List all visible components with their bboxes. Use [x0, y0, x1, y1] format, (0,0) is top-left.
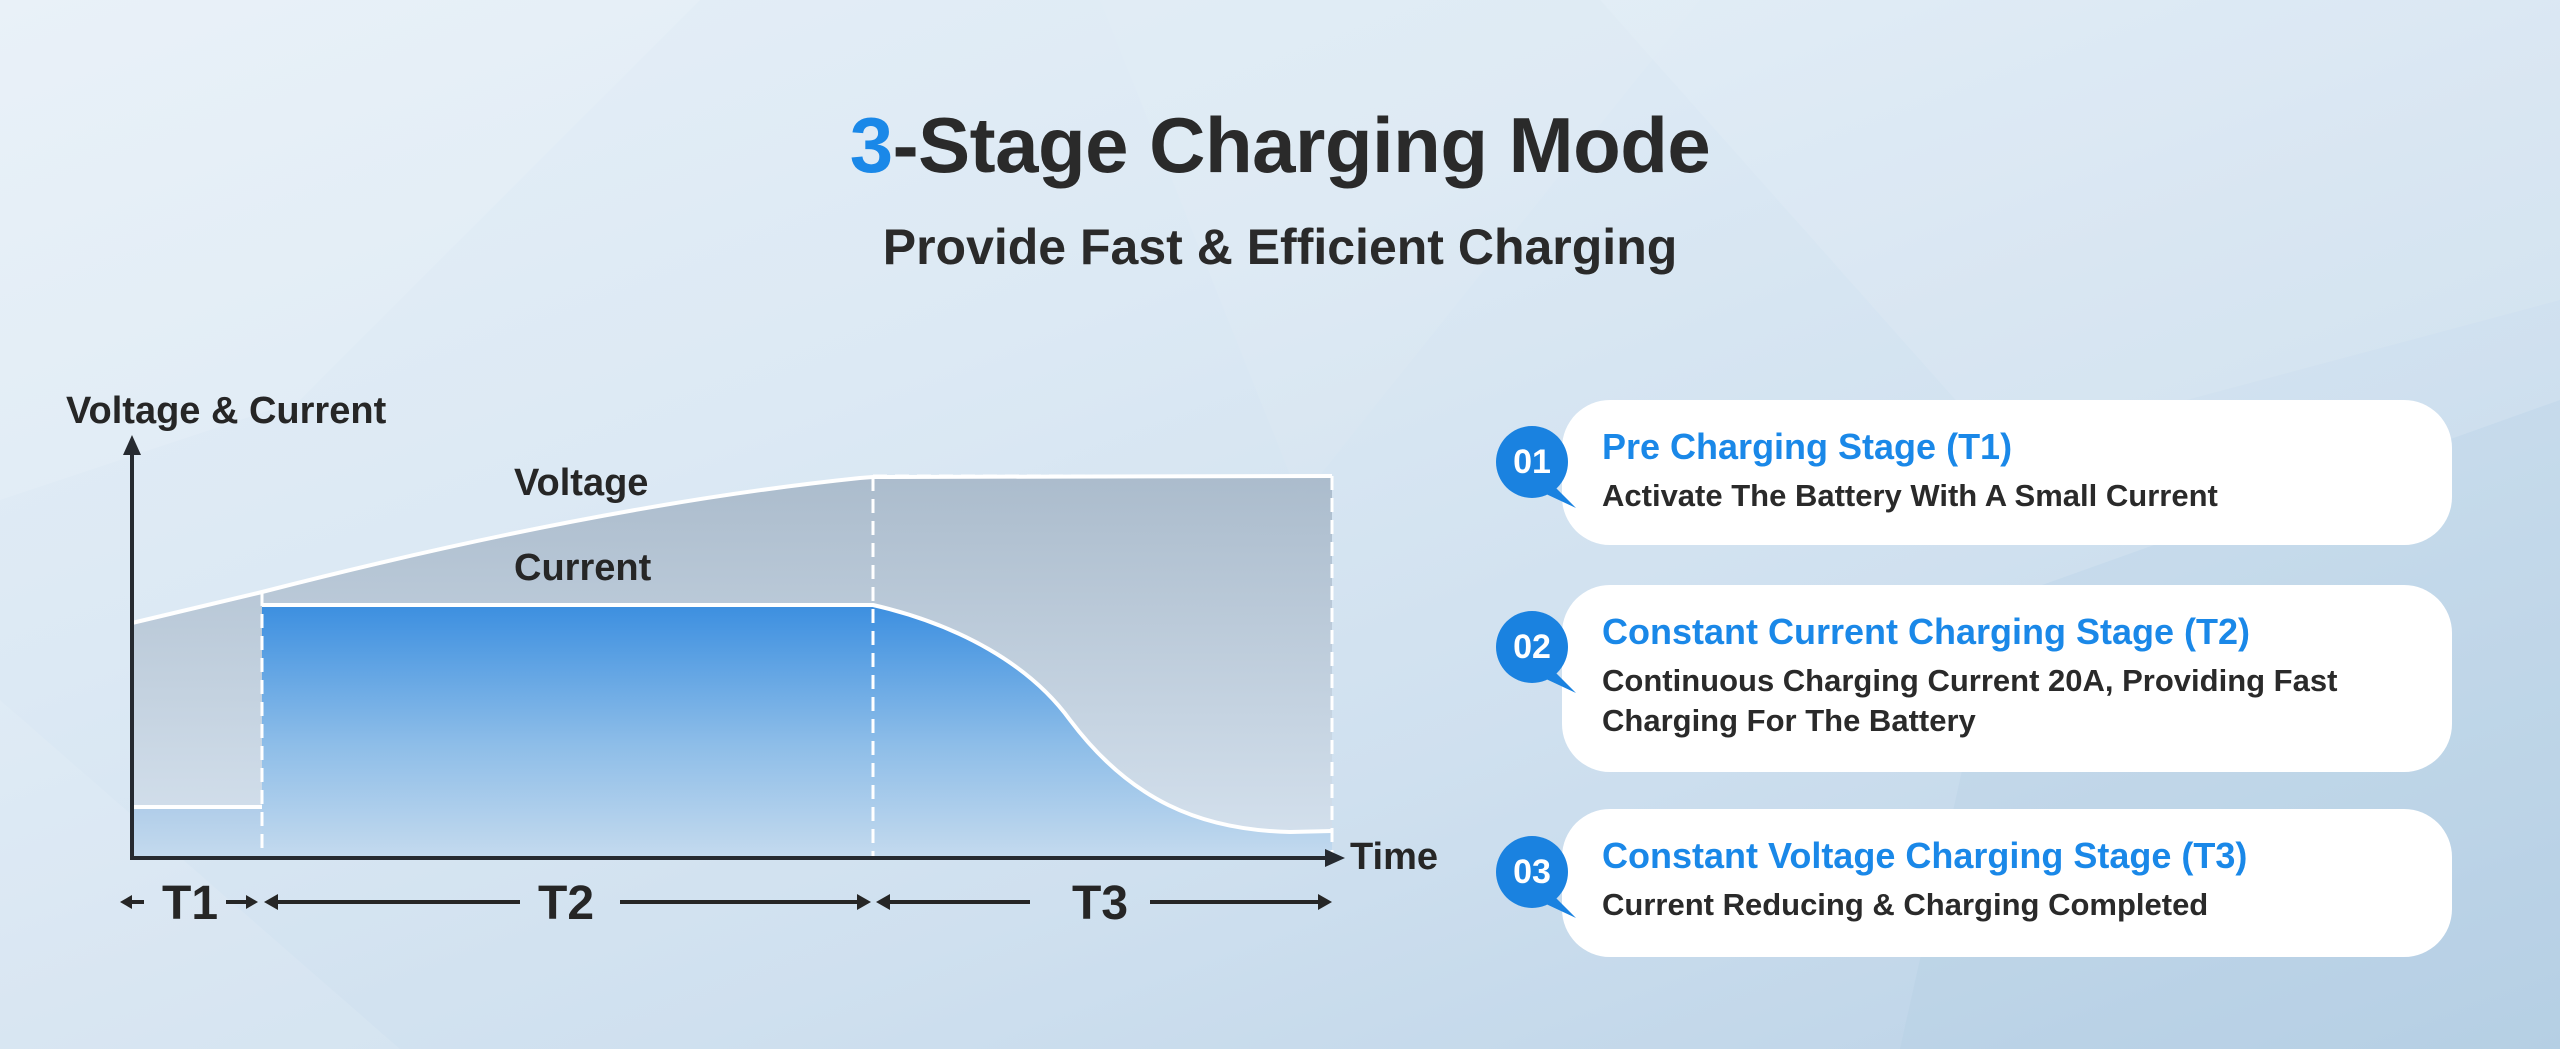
- title-accent-number: 3: [849, 101, 893, 189]
- charging-chart: [120, 435, 1345, 910]
- t2-span-arrow: [264, 894, 871, 910]
- stage-description: Activate The Battery With A Small Curren…: [1602, 478, 2218, 513]
- segment-label-t2: T2: [538, 877, 595, 930]
- voltage-label: Voltage: [514, 462, 649, 504]
- stage-badge-2: 02: [1496, 611, 1576, 693]
- segment-label-t3: T3: [1072, 877, 1129, 930]
- stage-card-1: Pre Charging Stage (T1) Activate The Bat…: [1562, 400, 2452, 545]
- stage-badge-1: 01: [1496, 426, 1576, 508]
- t1-span-arrow: [120, 895, 258, 909]
- x-axis-arrow: [1325, 849, 1345, 867]
- stage-description: Current Reducing & Charging Completed: [1602, 887, 2209, 922]
- x-axis-label: Time: [1350, 836, 1439, 878]
- current-line: [262, 603, 1333, 835]
- voltage-line: [131, 474, 1333, 625]
- title-text: -Stage Charging Mode: [892, 101, 1711, 189]
- page-title: 3-Stage Charging Mode: [0, 100, 2560, 191]
- segment-label-t1: T1: [162, 877, 219, 930]
- stage-card-3: Constant Voltage Charging Stage (T3) Cur…: [1562, 809, 2452, 957]
- stage-title: Pre Charging Stage (T1): [1602, 426, 2013, 467]
- stage-title: Constant Voltage Charging Stage (T3): [1602, 835, 2248, 876]
- y-axis-arrow: [123, 435, 141, 455]
- stage-badge-3: 03: [1496, 836, 1576, 918]
- stage-card-2: Constant Current Charging Stage (T2) Con…: [1562, 585, 2452, 772]
- stage-description: Continuous Charging Current 20A, Providi…: [1602, 663, 2338, 738]
- t3-span-arrow: [876, 894, 1332, 910]
- stage-title: Constant Current Charging Stage (T2): [1602, 611, 2251, 652]
- y-axis-label: Voltage & Current: [66, 390, 387, 432]
- current-label: Current: [514, 547, 652, 589]
- t1-current-area: [132, 807, 262, 858]
- current-area: [262, 605, 1332, 858]
- page-subtitle: Provide Fast & Efficient Charging: [882, 219, 1678, 275]
